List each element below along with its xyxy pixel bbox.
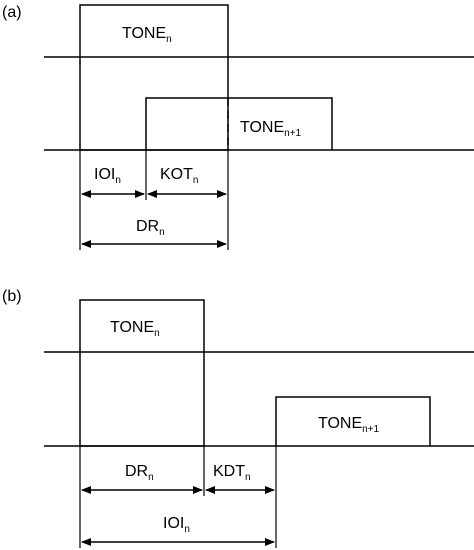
ioi-label: IOIn	[163, 515, 190, 535]
tone-n-box	[79, 4, 229, 151]
tone-n1-label: TONEn+1	[318, 415, 380, 435]
kot-label: KOTn	[160, 166, 198, 186]
panel-a: (a) TONEn TONEn+1 IOIn KOTn DRn	[2, 4, 474, 250]
tone-n-label: TONEn	[122, 25, 172, 45]
panel-b: (b) TONEn TONEn+1 DRn KDTn IOIn	[2, 288, 474, 548]
ioi-label: IOIn	[94, 166, 121, 186]
kdt-label: KDTn	[213, 463, 251, 483]
tone-n-box	[79, 299, 205, 447]
tone-n-label: TONEn	[110, 319, 160, 339]
dr-label: DRn	[136, 218, 165, 238]
tone-n1-box	[275, 396, 431, 446]
dr-label: DRn	[125, 463, 154, 483]
panel-a-label: (a)	[2, 4, 22, 21]
panel-b-label: (b)	[2, 288, 22, 305]
tone-n1-label: TONEn+1	[240, 119, 302, 139]
tone-n1-box	[145, 97, 333, 150]
